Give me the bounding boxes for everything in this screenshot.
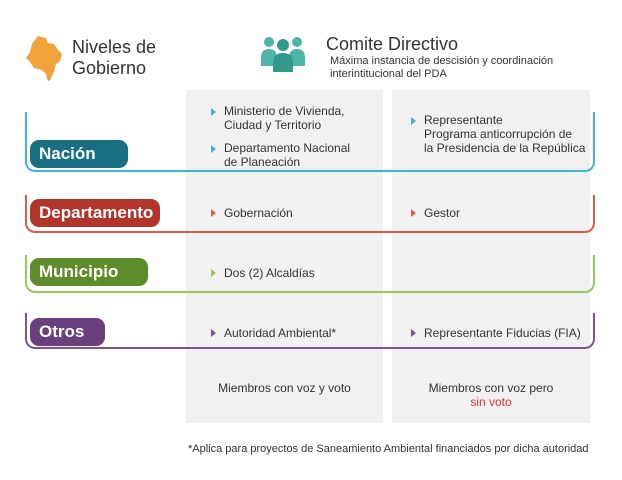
levels-title: Niveles de Gobierno — [72, 37, 157, 78]
people-group-icon — [261, 37, 305, 72]
bullet-arrow-icon — [211, 209, 216, 217]
nacion-bracket — [25, 112, 595, 172]
municipio-bracket — [25, 255, 595, 293]
member-ministerio-vivienda: Ministerio de Vivienda, Ciudad y Territo… — [224, 104, 345, 132]
bullet-arrow-icon — [411, 117, 416, 125]
column-voz-sin-voto — [392, 90, 590, 423]
bullet-arrow-icon — [211, 145, 216, 153]
level-nacion: Nación — [30, 140, 128, 168]
bullet-arrow-icon — [411, 329, 416, 337]
member-autoridad-ambiental: Autoridad Ambiental* — [224, 326, 337, 340]
otros-bracket — [25, 313, 595, 349]
bullet-arrow-icon — [211, 108, 216, 116]
footnote: *Aplica para proyectos de Saneamiento Am… — [188, 443, 589, 455]
member-gobernacion: Gobernación — [224, 206, 293, 220]
footer-voz-pero: Miembros con voz pero — [428, 381, 554, 395]
member-departamento-planeacion: Departamento Nacional de Planeación — [224, 141, 351, 169]
level-departamento: Departamento — [30, 199, 160, 227]
departamento-bracket — [25, 195, 595, 233]
column-voz-y-voto — [186, 90, 383, 423]
bullet-arrow-icon — [211, 269, 216, 277]
colombia-map-icon — [26, 36, 62, 81]
comite-title: Comite Directivo — [326, 34, 459, 54]
comite-subtitle: Máxima instancia de descisión y coordina… — [330, 55, 554, 80]
member-fiducias: Representante Fiducias (FIA) — [424, 326, 581, 340]
member-programa-anticorrupcion: Representante Programa anticorrupción de… — [424, 113, 586, 155]
footer-sin-voto: sin voto — [470, 395, 512, 409]
level-municipio: Municipio — [30, 258, 148, 286]
footer-voz-y-voto: Miembros con voz y voto — [218, 381, 351, 395]
bullet-arrow-icon — [211, 329, 216, 337]
footer-voz-sin-voto: Miembros con voz pero sin voto — [392, 381, 590, 409]
level-otros: Otros — [30, 318, 105, 346]
member-gestor: Gestor — [424, 206, 461, 220]
bullet-arrow-icon — [411, 209, 416, 217]
member-alcaldias: Dos (2) Alcaldías — [224, 266, 315, 280]
